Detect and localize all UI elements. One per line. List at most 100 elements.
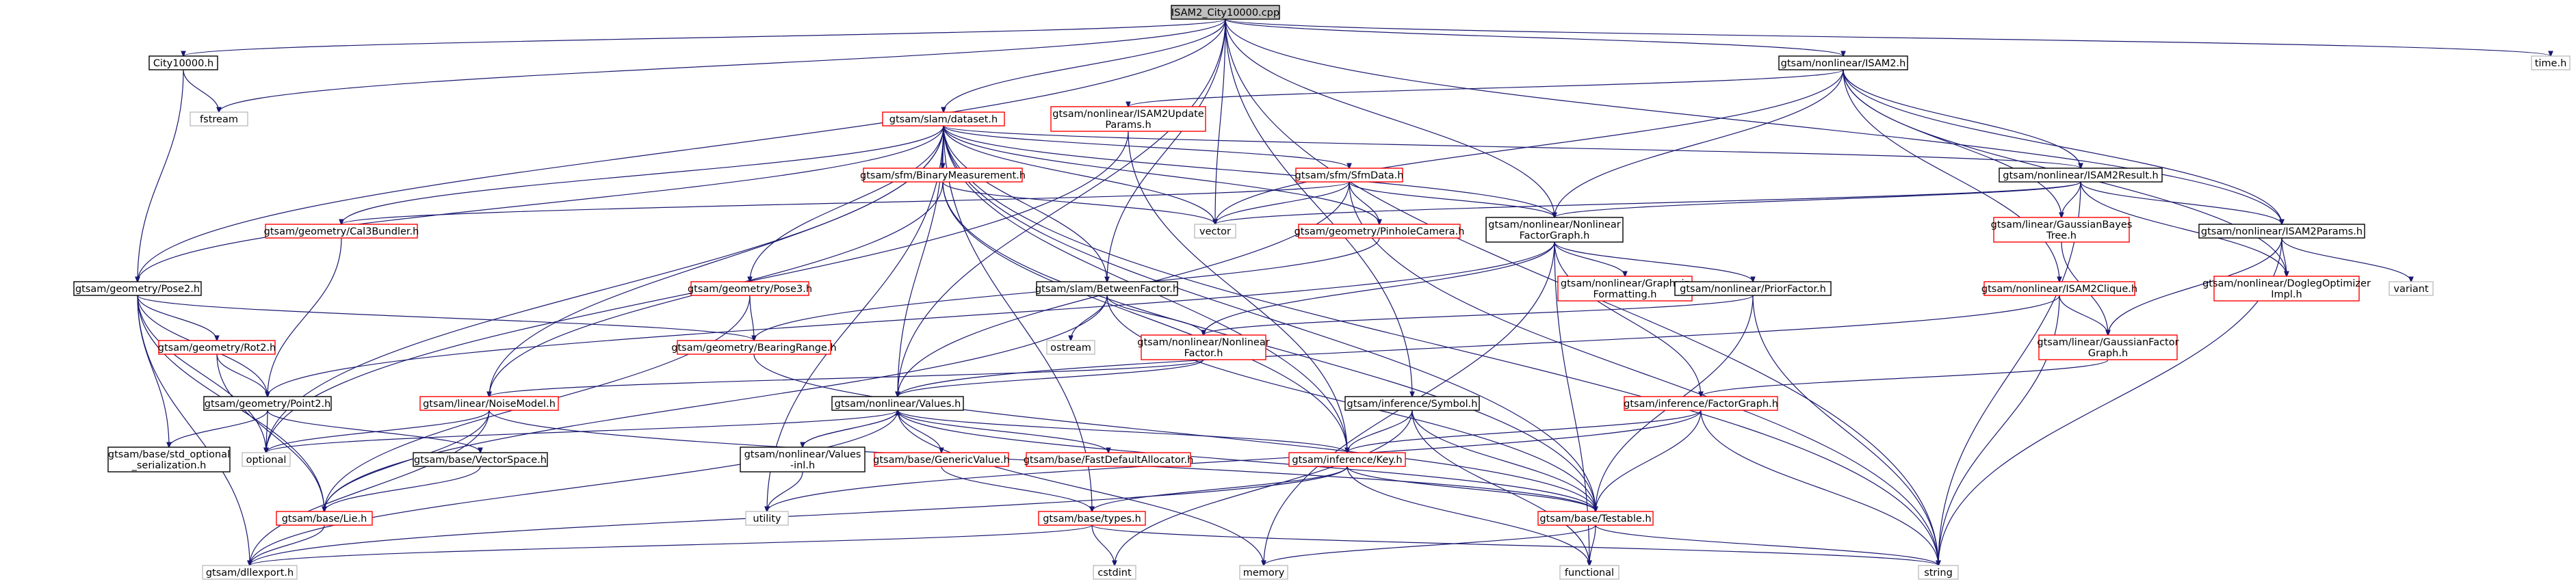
node-box [1778, 55, 1908, 70]
node-label: gtsam/inference/Symbol.h [1347, 399, 1478, 410]
node-label: functional [1565, 568, 1614, 578]
node-box [2389, 281, 2434, 296]
node-pinhole[interactable]: gtsam/geometry/PinholeCamera.h [1294, 224, 1465, 239]
edge-factorgraph-to-testable [1596, 410, 1702, 511]
node-memory[interactable]: memory [1239, 565, 1288, 580]
node-label: -inl.h [790, 460, 815, 471]
edge-root-to-fstream [219, 18, 1226, 112]
node-pose3[interactable]: gtsam/geometry/Pose3.h [688, 281, 812, 296]
node-isam2result[interactable]: gtsam/nonlinear/ISAM2Result.h [1999, 168, 2163, 183]
edge-between-to-lie [324, 295, 1108, 511]
node-binmeas[interactable]: gtsam/sfm/BinaryMeasurement.h [860, 168, 1026, 183]
node-optional[interactable]: optional [242, 452, 291, 467]
node-cstdint[interactable]: cstdint [1093, 565, 1136, 580]
node-rot2[interactable]: gtsam/geometry/Rot2.h [158, 340, 276, 355]
node-bearing[interactable]: gtsam/geometry/BearingRange.h [671, 340, 837, 355]
node-isam2clique[interactable]: gtsam/nonlinear/ISAM2Clique.h [1981, 281, 2137, 296]
node-utility[interactable]: utility [745, 511, 789, 526]
edge-isam2clique-to-values [898, 295, 2060, 397]
node-values[interactable]: gtsam/nonlinear/Values.h [831, 396, 964, 411]
node-box [1093, 565, 1136, 580]
node-box [265, 224, 418, 239]
node-label: memory [1243, 568, 1285, 578]
node-label: gtsam/base/FastDefaultAllocator.h [1024, 455, 1194, 466]
edge-types-to-dllexport [250, 524, 1093, 565]
node-vector[interactable]: vector [1194, 224, 1236, 239]
node-isam2[interactable]: gtsam/nonlinear/ISAM2.h [1778, 55, 1908, 70]
edge-nfg-to-point2 [268, 241, 1555, 397]
node-dataset[interactable]: gtsam/slam/dataset.h [882, 111, 1005, 126]
node-vectorspace[interactable]: gtsam/base/VectorSpace.h [413, 452, 548, 467]
node-fstream[interactable]: fstream [190, 111, 248, 126]
edge-pose2-to-bearing [137, 295, 754, 341]
node-box [1050, 106, 1206, 132]
node-dllexport[interactable]: gtsam/dllexport.h [202, 565, 298, 580]
node-ostream[interactable]: ostream [1046, 340, 1095, 355]
node-label: fstream [200, 114, 238, 125]
node-factorgraph[interactable]: gtsam/inference/FactorGraph.h [1624, 396, 1778, 411]
edge-root-to-dataset [944, 18, 1226, 112]
node-label: gtsam/linear/NoiseModel.h [423, 399, 556, 410]
node-isam2params[interactable]: gtsam/nonlinear/ISAM2Params.h [2198, 224, 2365, 239]
node-string[interactable]: string [1918, 565, 1959, 580]
node-box [1537, 511, 1654, 526]
node-box [2038, 334, 2178, 360]
node-types[interactable]: gtsam/base/types.h [1038, 511, 1146, 526]
node-box [202, 565, 298, 580]
node-variant[interactable]: variant [2389, 281, 2434, 296]
node-box [1194, 224, 1236, 239]
edge-isam2-to-nfg [1554, 69, 1844, 217]
edge-types-to-cstdint [1091, 524, 1115, 565]
node-root[interactable]: ISAM2_City10000.cpp [1171, 5, 1280, 20]
node-lie[interactable]: gtsam/base/Lie.h [276, 511, 373, 526]
edge-values-to-key [897, 410, 1347, 453]
node-fastalloc[interactable]: gtsam/base/FastDefaultAllocator.h [1024, 452, 1194, 467]
node-noisemodel[interactable]: gtsam/linear/NoiseModel.h [419, 396, 559, 411]
edge-values-to-testable [897, 410, 1596, 511]
node-pose2[interactable]: gtsam/geometry/Pose2.h [73, 281, 202, 296]
node-between[interactable]: gtsam/slam/BetweenFactor.h [1035, 281, 1179, 296]
node-label: string [1924, 568, 1953, 578]
node-symbol[interactable]: gtsam/inference/Symbol.h [1344, 396, 1480, 411]
edge-lie-to-dllexport [250, 524, 325, 565]
node-testable[interactable]: gtsam/base/Testable.h [1537, 511, 1654, 526]
node-label: gtsam/sfm/SfmData.h [1295, 170, 1404, 181]
edge-key-to-testable [1346, 466, 1596, 511]
node-genval[interactable]: gtsam/base/GenericValue.h [873, 452, 1010, 467]
node-label: gtsam/geometry/Pose2.h [75, 284, 200, 295]
edge-sfmdata-to-cal3 [341, 181, 1350, 224]
edge-isam2params-to-gfg [2108, 237, 2282, 335]
edge-dataset-to-optional [266, 125, 944, 453]
node-label: gtsam/nonlinear/Values.h [835, 399, 961, 410]
node-label: gtsam/inference/FactorGraph.h [1624, 399, 1778, 410]
edge-dataset-to-nfg [943, 125, 1554, 217]
node-stdopt[interactable]: gtsam/base/std_optional_serialization.h [107, 447, 231, 472]
node-key[interactable]: gtsam/inference/Key.h [1288, 452, 1406, 467]
node-prior[interactable]: gtsam/nonlinear/PriorFactor.h [1674, 281, 1832, 296]
node-label: cstdint [1097, 568, 1132, 578]
node-label: gtsam/nonlinear/ISAM2Update [1052, 109, 1204, 120]
node-box [1036, 281, 1178, 296]
node-label: gtsam/nonlinear/PriorFactor.h [1680, 284, 1826, 295]
edge-key-to-functional [1346, 466, 1589, 565]
node-cal3[interactable]: gtsam/geometry/Cal3Bundler.h [264, 224, 419, 239]
node-point2[interactable]: gtsam/geometry/Point2.h [203, 396, 332, 411]
node-functional[interactable]: functional [1559, 565, 1619, 580]
node-sfmdata[interactable]: gtsam/sfm/SfmData.h [1295, 168, 1404, 183]
node-box [276, 511, 373, 526]
edge-pose2-to-optional [137, 295, 266, 453]
edge-dataset-to-between [943, 125, 1107, 282]
node-timeh[interactable]: time.h [2531, 55, 2571, 70]
node-valuesinl[interactable]: gtsam/nonlinear/Values-inl.h [740, 447, 866, 472]
node-label: Factor.h [1184, 348, 1223, 359]
node-city[interactable]: City10000.h [148, 55, 218, 70]
